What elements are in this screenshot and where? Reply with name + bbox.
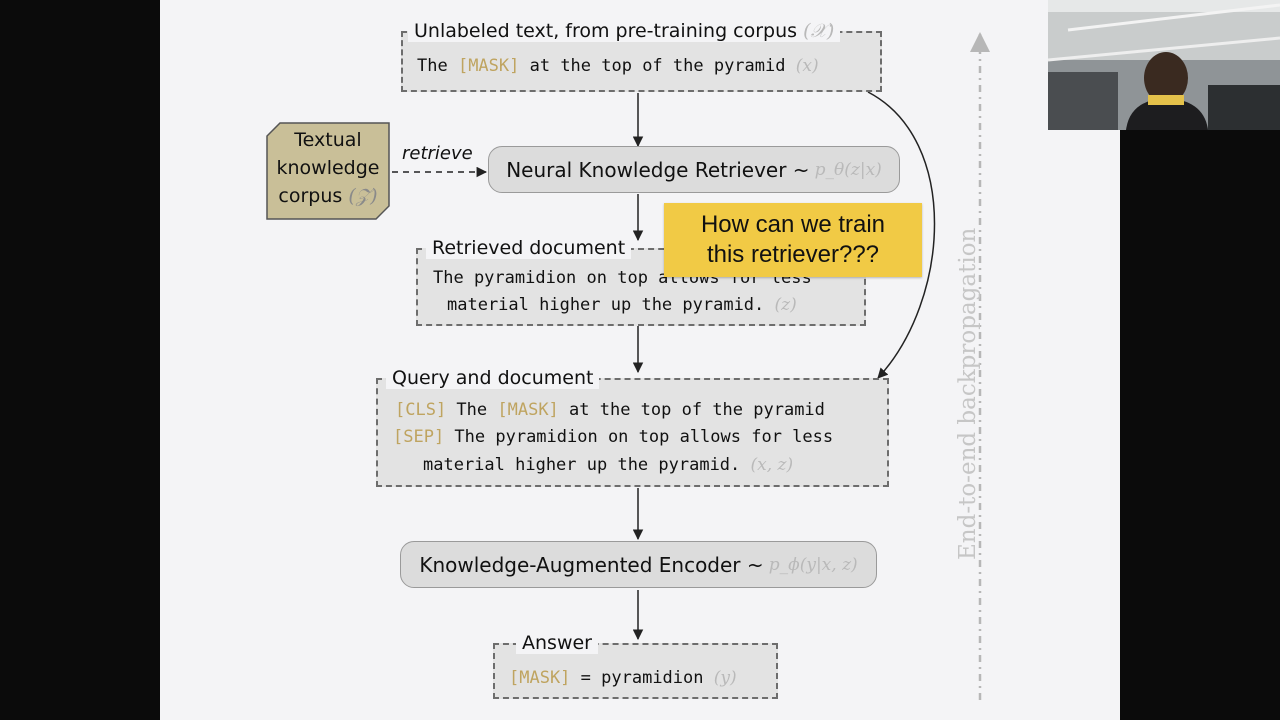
answer-line: [MASK] = pyramidion (y)	[509, 668, 737, 688]
query-line-1: [CLS] The [MASK] at the top of the pyram…	[395, 400, 825, 420]
xz-symbol: (x, z)	[750, 455, 794, 475]
query-document-title: Query and document	[386, 367, 600, 389]
knowledge-augmented-encoder: Knowledge-Augmented Encoder ~ p_ϕ(y|x, z…	[400, 541, 877, 588]
neural-knowledge-retriever: Neural Knowledge Retriever ~ p_θ(z|x)	[488, 146, 900, 193]
y-symbol: (y)	[713, 668, 737, 688]
mask-token: [MASK]	[457, 56, 520, 76]
z-symbol: (z)	[774, 295, 797, 315]
webcam-video	[1048, 0, 1280, 130]
query-document-box: [CLS] The [MASK] at the top of the pyram…	[376, 378, 889, 487]
query-line-2: [SEP] The pyramidion on top allows for l…	[393, 427, 834, 447]
retrieved-line-2: material higher up the pyramid. (z)	[447, 295, 797, 315]
answer-mask-token: [MASK]	[509, 668, 571, 688]
retriever-formula: p_θ(z|x)	[814, 159, 882, 180]
webcam-person-image	[1048, 0, 1280, 130]
slide: The [MASK] at the top of the pyramid (x)…	[160, 0, 1120, 720]
input-box-title: Unlabeled text, from pre-training corpus…	[408, 20, 841, 42]
textual-knowledge-corpus: Textual knowledge corpus (𝒵)	[276, 129, 380, 207]
retrieved-document-title: Retrieved document	[426, 237, 632, 259]
encoder-formula: p_ϕ(y|x, z)	[768, 554, 858, 575]
corpus-x-symbol: (𝒳)	[803, 20, 835, 42]
cls-token: [CLS]	[395, 400, 447, 420]
question-callout: How can we train this retriever???	[664, 203, 922, 277]
x-symbol: (x)	[795, 56, 819, 76]
sep-token: [SEP]	[393, 427, 445, 447]
z-corpus-symbol: (𝒵)	[348, 185, 378, 207]
backpropagation-label: End-to-end backpropagation	[955, 227, 981, 560]
retrieve-label: retrieve	[402, 143, 473, 164]
corpus-shape	[266, 122, 390, 220]
answer-title: Answer	[516, 632, 598, 654]
input-text-line: The [MASK] at the top of the pyramid (x)	[417, 56, 819, 76]
query-line-3: material higher up the pyramid. (x, z)	[423, 455, 794, 475]
query-mask-token: [MASK]	[497, 400, 559, 420]
